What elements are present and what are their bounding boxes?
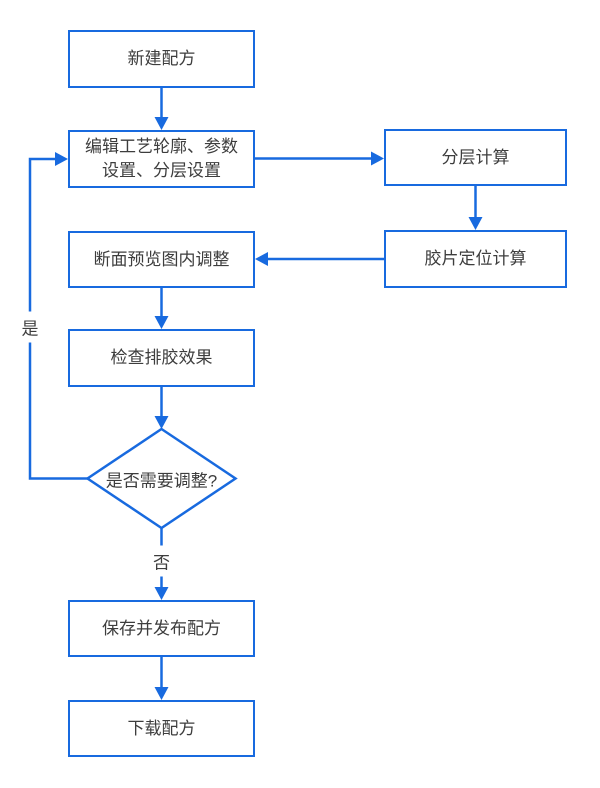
node-download-label: 下载配方 <box>127 718 196 738</box>
node-need-adjust-decision[interactable]: 是否需要调整? <box>87 466 237 491</box>
edge-label-yes: 是 <box>20 311 40 343</box>
node-edit-profile-label: 编辑工艺轮廓、参数设置、分层设置 <box>85 137 238 180</box>
arrowhead-right <box>371 151 384 166</box>
arrowhead-down <box>154 117 169 130</box>
node-film-position-calc[interactable]: 胶片定位计算 <box>384 230 567 288</box>
node-film-position-calc-label: 胶片定位计算 <box>424 249 527 269</box>
arrowhead-down <box>154 316 169 329</box>
arrowhead-down <box>154 416 169 429</box>
arrowhead-down <box>154 687 169 700</box>
node-save-publish[interactable]: 保存并发布配方 <box>68 600 255 657</box>
arrowhead-down <box>468 217 483 230</box>
node-edit-profile[interactable]: 编辑工艺轮廓、参数设置、分层设置 <box>68 130 255 188</box>
node-save-publish-label: 保存并发布配方 <box>102 618 221 638</box>
arrowhead-left <box>255 252 268 266</box>
node-new-recipe[interactable]: 新建配方 <box>68 30 255 88</box>
node-layer-calc[interactable]: 分层计算 <box>384 129 567 186</box>
node-check-glue-effect[interactable]: 检查排胶效果 <box>68 329 255 387</box>
node-section-preview-adjust[interactable]: 断面预览图内调整 <box>68 231 255 288</box>
node-download[interactable]: 下载配方 <box>68 700 255 757</box>
node-need-adjust-decision-label: 是否需要调整? <box>105 471 218 490</box>
edge-label-no: 否 <box>152 545 171 577</box>
node-layer-calc-label: 分层计算 <box>441 147 510 167</box>
arrowhead-down <box>154 587 169 600</box>
node-section-preview-adjust-label: 断面预览图内调整 <box>93 249 230 269</box>
node-new-recipe-label: 新建配方 <box>127 49 196 69</box>
arrowhead-right <box>55 152 68 166</box>
node-check-glue-effect-label: 检查排胶效果 <box>110 348 213 368</box>
